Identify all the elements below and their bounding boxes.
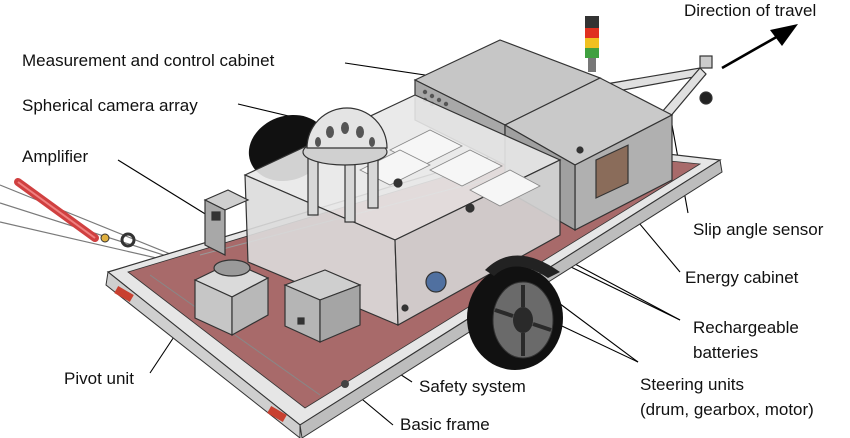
direction-arrow bbox=[721, 24, 798, 70]
label-direction-of-travel: Direction of travel bbox=[684, 1, 817, 20]
label-batteries-line2: batteries bbox=[693, 343, 759, 362]
label-safety-system: Safety system bbox=[419, 377, 526, 396]
label-energy-cabinet: Energy cabinet bbox=[685, 268, 799, 287]
label-measurement-cabinet: Measurement and control cabinet bbox=[22, 51, 275, 70]
front-wheel bbox=[467, 255, 563, 370]
label-steering-line1: Steering units bbox=[640, 375, 744, 394]
amplifier-box bbox=[203, 189, 250, 256]
label-batteries-line1: Rechargeable bbox=[693, 318, 799, 337]
pivot-unit bbox=[193, 259, 270, 337]
label-pivot-unit: Pivot unit bbox=[64, 369, 134, 388]
safety-system-box bbox=[283, 269, 362, 343]
label-camera-array: Spherical camera array bbox=[22, 96, 198, 115]
label-steering-line2: (drum, gearbox, motor) bbox=[640, 400, 814, 419]
label-amplifier: Amplifier bbox=[22, 147, 89, 166]
signal-light bbox=[585, 16, 599, 72]
battery-enclosure bbox=[243, 94, 562, 327]
drawbar bbox=[598, 55, 713, 125]
camera-array bbox=[302, 107, 388, 223]
leader-amplifier bbox=[117, 159, 216, 221]
label-basic-frame: Basic frame bbox=[400, 415, 490, 434]
label-slip-angle-sensor: Slip angle sensor bbox=[693, 220, 824, 239]
amplifier-cable bbox=[14, 178, 136, 248]
